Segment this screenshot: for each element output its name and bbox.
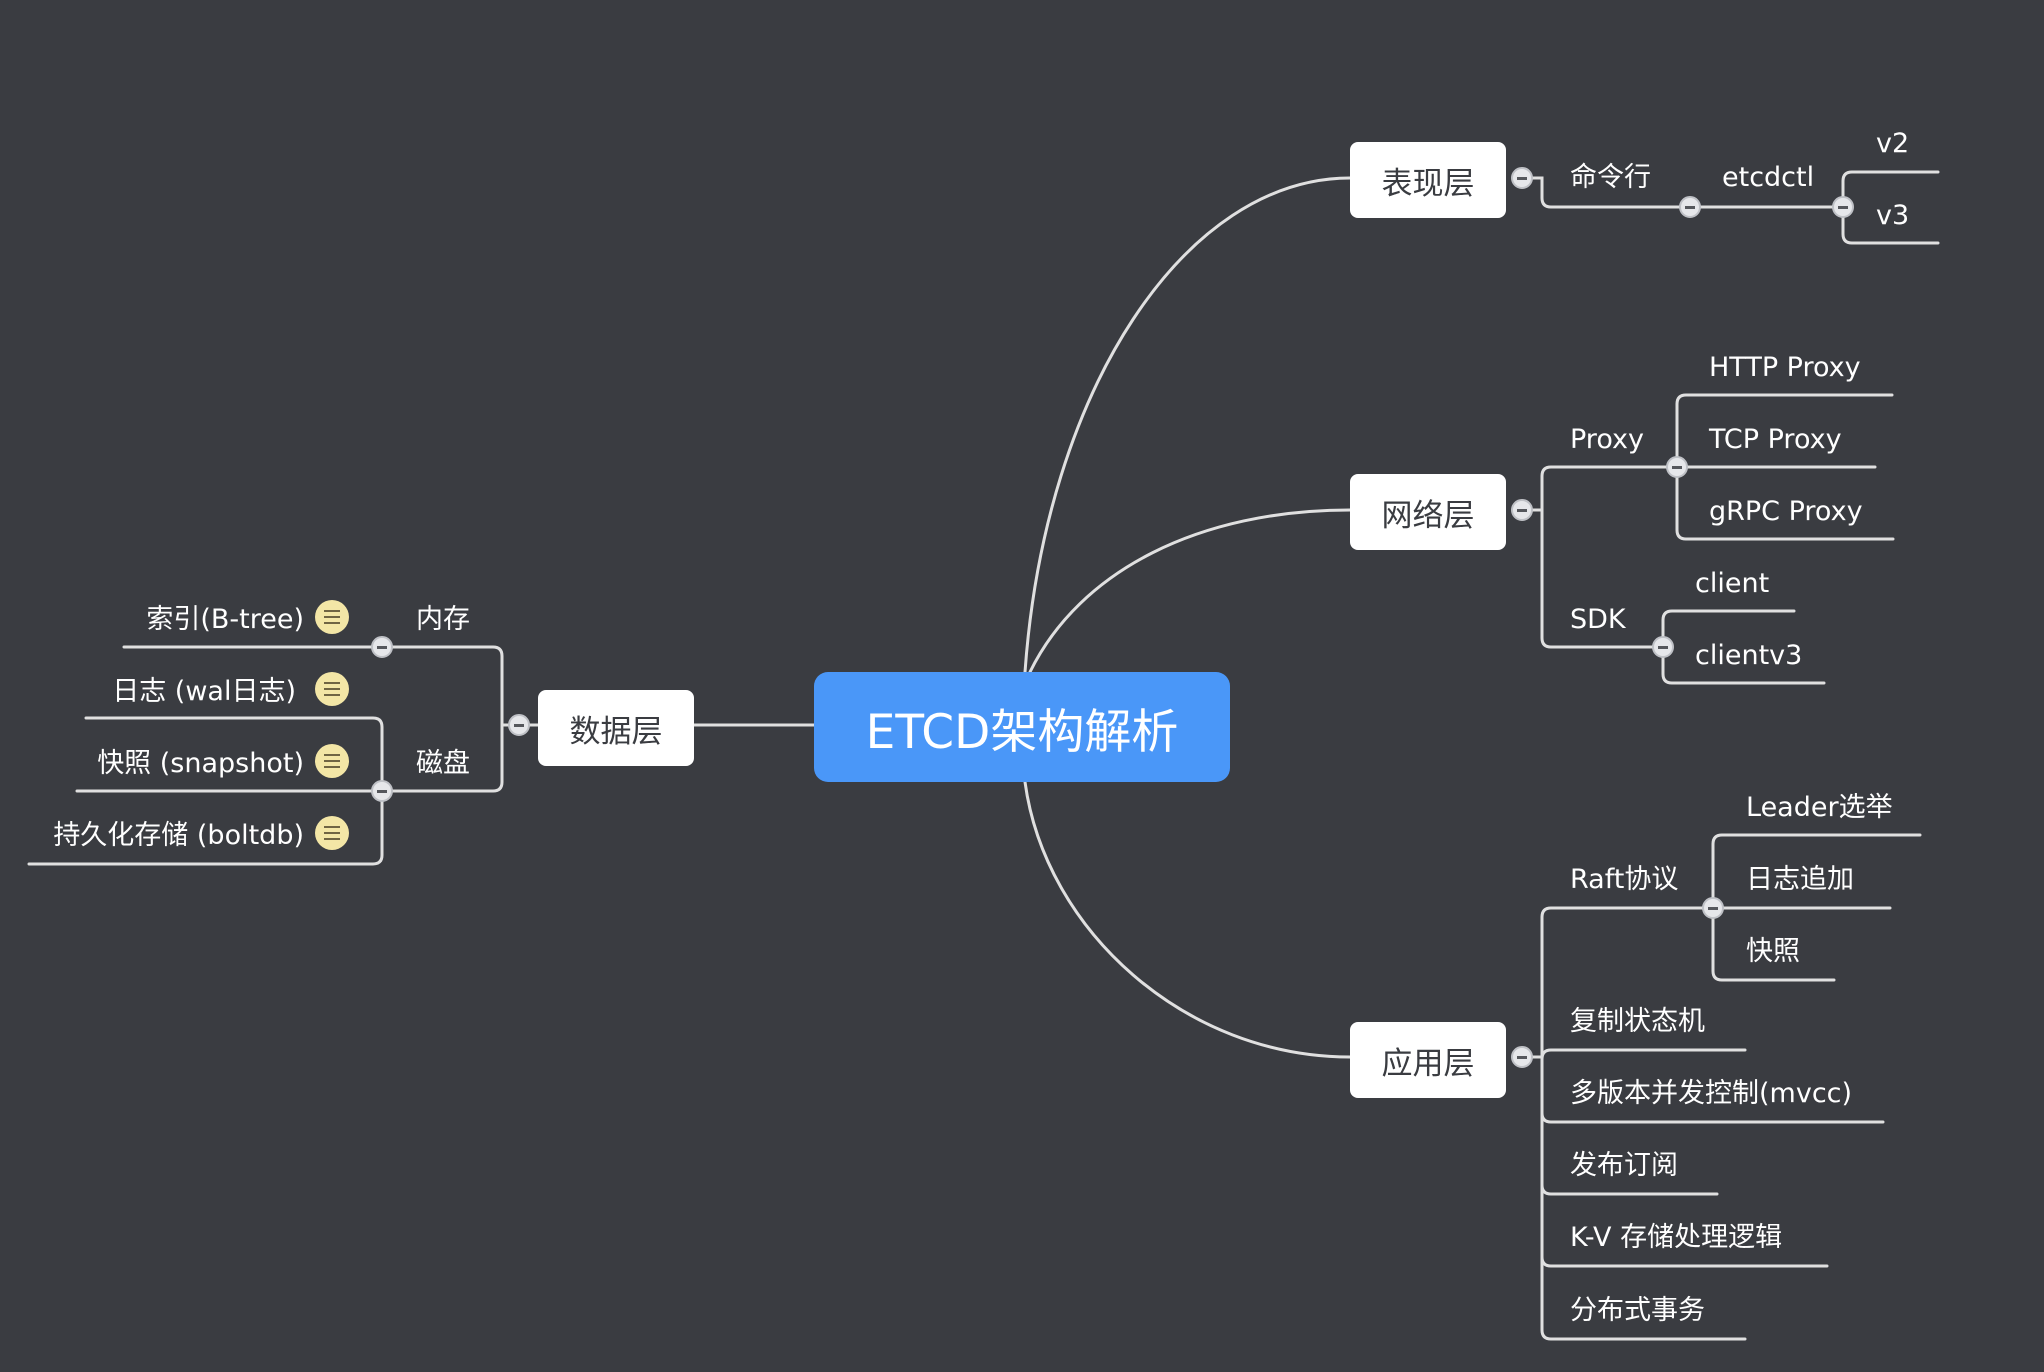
- edge-center-presentation: [1023, 176, 1352, 674]
- node-application-layer[interactable]: 应用层: [1350, 1022, 1506, 1098]
- label-cli[interactable]: 命令行: [1570, 162, 1651, 193]
- edge-center-application: [1023, 780, 1352, 1059]
- label-log-append[interactable]: 日志追加: [1746, 864, 1854, 895]
- edge-presentation-cli: [1520, 176, 1642, 209]
- edge-raft-snapshot: [1711, 906, 1836, 982]
- label-version-v2[interactable]: v2: [1876, 128, 1910, 159]
- edge-etcdctl-v3: [1841, 205, 1940, 245]
- collapse-toggle-application[interactable]: [1511, 1046, 1533, 1068]
- collapse-toggle-network[interactable]: [1511, 499, 1533, 521]
- note-icon-index[interactable]: [315, 600, 349, 634]
- label-leader-election[interactable]: Leader选举: [1746, 792, 1893, 823]
- label-wal-log[interactable]: 日志 (wal日志): [112, 676, 296, 707]
- edge-network-sdk: [1540, 508, 1665, 649]
- node-presentation-layer[interactable]: 表现层: [1350, 142, 1506, 218]
- label-disk[interactable]: 磁盘: [416, 748, 470, 779]
- label-http-proxy[interactable]: HTTP Proxy: [1709, 352, 1861, 383]
- label-boltdb[interactable]: 持久化存储 (boltdb): [53, 820, 304, 851]
- label-state-machine[interactable]: 复制状态机: [1570, 1006, 1705, 1037]
- edge-sdk-client: [1661, 609, 1796, 649]
- collapse-toggle-etcdctl-parent[interactable]: [1679, 196, 1701, 218]
- label-proxy[interactable]: Proxy: [1570, 424, 1644, 455]
- label-client[interactable]: client: [1695, 568, 1770, 599]
- label-sdk[interactable]: SDK: [1570, 604, 1626, 635]
- edge-disk-wal: [84, 716, 384, 793]
- edge-center-network: [1028, 508, 1352, 674]
- label-etcdctl[interactable]: etcdctl: [1722, 162, 1815, 193]
- collapse-toggle-etcdctl[interactable]: [1832, 196, 1854, 218]
- label-memory[interactable]: 内存: [416, 604, 470, 635]
- node-data-layer[interactable]: 数据层: [538, 690, 694, 766]
- edge-raft-leader: [1711, 833, 1922, 910]
- edge-data-disk: [380, 723, 504, 793]
- label-distributed-txn[interactable]: 分布式事务: [1570, 1295, 1705, 1326]
- label-raft[interactable]: Raft协议: [1570, 864, 1679, 895]
- central-topic[interactable]: ETCD架构解析: [814, 672, 1230, 782]
- edge-sdk-clientv3: [1661, 645, 1826, 685]
- label-grpc-proxy[interactable]: gRPC Proxy: [1709, 496, 1863, 527]
- label-tcp-proxy[interactable]: TCP Proxy: [1709, 424, 1842, 455]
- edge-disk-boltdb: [27, 789, 384, 866]
- edge-proxy-http: [1675, 393, 1894, 469]
- note-icon-wal[interactable]: [315, 672, 349, 706]
- label-version-v3[interactable]: v3: [1876, 200, 1910, 231]
- edge-data-memory: [380, 645, 540, 727]
- label-raft-snapshot[interactable]: 快照: [1746, 936, 1800, 967]
- label-disk-snapshot[interactable]: 快照 (snapshot): [97, 748, 304, 779]
- collapse-toggle-data-layer[interactable]: [508, 714, 530, 736]
- label-clientv3[interactable]: clientv3: [1695, 640, 1803, 671]
- collapse-toggle-sdk[interactable]: [1652, 636, 1674, 658]
- label-kv-logic[interactable]: K-V 存储处理逻辑: [1570, 1222, 1783, 1253]
- collapse-toggle-raft[interactable]: [1702, 897, 1724, 919]
- note-icon-boltdb[interactable]: [315, 816, 349, 850]
- edge-app-txn: [1540, 1055, 1747, 1341]
- edge-proxy-grpc: [1675, 465, 1895, 541]
- collapse-toggle-proxy[interactable]: [1666, 456, 1688, 478]
- label-mvcc[interactable]: 多版本并发控制(mvcc): [1570, 1078, 1853, 1109]
- node-network-layer[interactable]: 网络层: [1350, 474, 1506, 550]
- edge-etcdctl-v2: [1841, 170, 1940, 209]
- label-index-btree[interactable]: 索引(B-tree): [146, 604, 304, 635]
- collapse-toggle-presentation[interactable]: [1511, 167, 1533, 189]
- label-pubsub[interactable]: 发布订阅: [1570, 1150, 1678, 1181]
- edge-app-fsm: [1540, 1048, 1747, 1060]
- collapse-toggle-memory[interactable]: [371, 636, 393, 658]
- edge-app-raft: [1520, 906, 1715, 1059]
- note-icon-snapshot[interactable]: [315, 744, 349, 778]
- collapse-toggle-disk[interactable]: [371, 780, 393, 802]
- edge-network-proxy: [1520, 465, 1679, 512]
